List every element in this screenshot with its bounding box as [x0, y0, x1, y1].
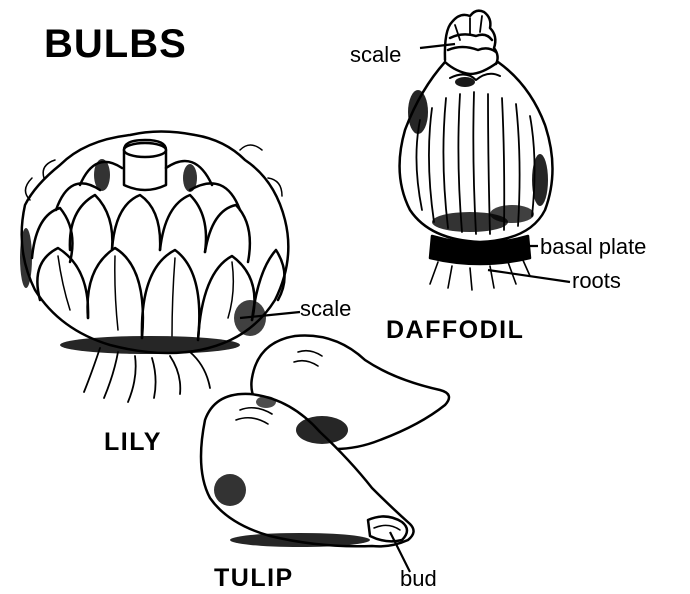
tulip-name-label: TULIP	[214, 566, 294, 591]
daffodil-name-label: DAFFODIL	[386, 318, 524, 343]
leader-daffodil-scale	[420, 44, 455, 48]
tulip-bud-label: bud	[400, 568, 437, 590]
lily-scale-label: scale	[300, 298, 351, 320]
lily-name-label: LILY	[104, 430, 162, 455]
diagram-title: BULBS	[44, 24, 187, 64]
daffodil-scale-label: scale	[350, 44, 401, 66]
daffodil-drawing	[400, 11, 553, 290]
daffodil-roots-label: roots	[572, 270, 621, 292]
lily-drawing	[22, 132, 289, 403]
daffodil-basal-plate-label: basal plate	[540, 236, 646, 258]
